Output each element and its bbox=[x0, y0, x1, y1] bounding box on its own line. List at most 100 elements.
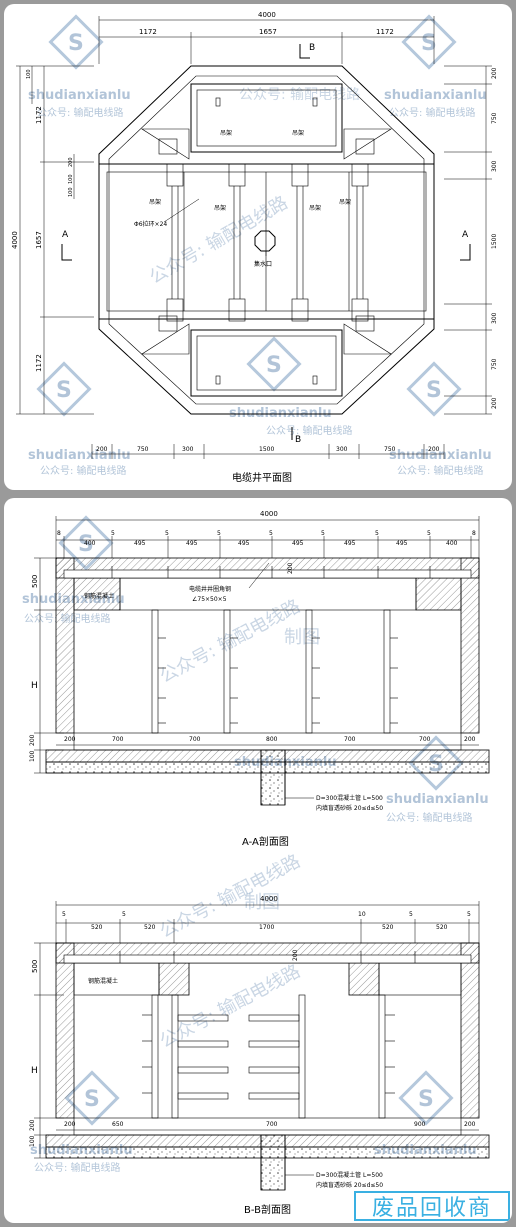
bb-left-beam bbox=[158, 962, 190, 996]
aa-label-pipe-1: D=300混凝土管 L=500 bbox=[316, 794, 383, 802]
aa-dim-top: 495 bbox=[186, 540, 198, 547]
watermark-big: 公众号: 输配电线路 bbox=[156, 851, 303, 943]
watermark-en: shudianxianlu bbox=[28, 88, 131, 103]
dim-bottom-1: 200 bbox=[96, 446, 108, 453]
dim-right-3: 300 bbox=[491, 160, 498, 172]
bb-dim-bottom: 900 bbox=[414, 1121, 426, 1128]
aa-right-wall bbox=[460, 557, 480, 734]
dim-total-left: 4000 bbox=[11, 231, 19, 249]
dim-left-small-3: 100 bbox=[68, 174, 74, 184]
section-marker-a-left: A bbox=[62, 230, 69, 240]
watermark-cn: 公众号: 输配电线路 bbox=[397, 464, 484, 477]
watermark-logo-icon: S bbox=[58, 515, 114, 571]
bb-dim-top: 1700 bbox=[259, 924, 274, 931]
label-hanger: 吊架 bbox=[214, 204, 226, 212]
aa-drain-pipe bbox=[260, 749, 286, 806]
watermark-logo-icon: S bbox=[64, 1070, 120, 1126]
svg-text:S: S bbox=[418, 1087, 434, 1112]
plan-central-chamber: 吊架 吊架 吊架 吊架 Φ6拉环×24 集水口 bbox=[98, 138, 435, 332]
dim-bottom-3: 300 bbox=[182, 446, 194, 453]
bb-label-pipe-2: 内填盲透砂砾 20≤d≤50 bbox=[316, 1181, 383, 1189]
dim-bottom-7: 200 bbox=[428, 446, 440, 453]
plan-right-dimensions: 200 750 300 1500 300 750 200 bbox=[444, 65, 498, 415]
aa-dim-top: 5 bbox=[321, 530, 325, 537]
aa-dim-top: 8 bbox=[472, 530, 476, 537]
dim-top-1: 1172 bbox=[139, 28, 157, 36]
aa-dim-top: 495 bbox=[292, 540, 304, 547]
label-sump: 集水口 bbox=[254, 260, 272, 268]
aa-dim-bottom: 800 bbox=[266, 736, 278, 743]
bb-dim-top: 520 bbox=[144, 924, 156, 931]
section-aa: 4000 8 400 5 495 5 495 5 495 5 495 5 495… bbox=[29, 510, 490, 848]
bb-dim-top: 5 bbox=[122, 911, 126, 918]
watermark-logo-icon: S bbox=[36, 361, 92, 417]
label-hanger: 吊架 bbox=[292, 129, 304, 137]
watermark-en: shudianxianlu bbox=[389, 448, 492, 463]
dim-bottom-6: 750 bbox=[384, 446, 396, 453]
aa-dim-h: H bbox=[31, 681, 38, 691]
svg-text:S: S bbox=[78, 532, 94, 557]
aa-dim-top: 495 bbox=[134, 540, 146, 547]
watermark-logo-icon: S bbox=[48, 14, 104, 70]
aa-dim-top: 495 bbox=[396, 540, 408, 547]
aa-dim-total: 4000 bbox=[260, 510, 278, 518]
watermark-logo-icon: S bbox=[401, 14, 457, 70]
label-ring: Φ6拉环×24 bbox=[134, 220, 167, 228]
aa-dim-top: 5 bbox=[217, 530, 221, 537]
aa-dim-top: 400 bbox=[84, 540, 96, 547]
watermark-logo-icon: S bbox=[406, 361, 462, 417]
svg-text:S: S bbox=[426, 378, 442, 403]
plan-cover-top: 吊架 吊架 bbox=[190, 83, 343, 153]
watermark-cn: 公众号: 输配电线路 bbox=[37, 106, 124, 119]
dim-left-3: 1172 bbox=[35, 354, 43, 372]
watermark-group: S shudianxianlu 公众号: 输配电线路 S shudianxian… bbox=[28, 14, 492, 477]
aa-dim-200: 200 bbox=[287, 562, 294, 574]
aa-label-angle-2: ∠75×50×5 bbox=[192, 596, 227, 603]
bb-dim-top: 520 bbox=[91, 924, 103, 931]
aa-dim-top: 5 bbox=[375, 530, 379, 537]
dim-right-2: 750 bbox=[491, 112, 498, 124]
aa-left-wall bbox=[55, 557, 75, 734]
aa-dim-top: 5 bbox=[269, 530, 273, 537]
aa-title: A-A剖面图 bbox=[242, 835, 289, 848]
dim-right-5: 300 bbox=[491, 312, 498, 324]
plan-corner-triangles bbox=[140, 128, 393, 355]
bb-dim-top: 5 bbox=[409, 911, 413, 918]
bb-dim-top: 520 bbox=[436, 924, 448, 931]
watermark-cn: 公众号: 输配电线路 bbox=[389, 106, 476, 119]
watermark-logo-icon: S bbox=[246, 336, 302, 392]
svg-text:S: S bbox=[68, 31, 84, 56]
aa-dim-500: 500 bbox=[31, 575, 39, 588]
aa-top-dimension-labels: 8 400 5 495 5 495 5 495 5 495 5 495 5 49… bbox=[57, 530, 476, 547]
section-marker-a-right: A bbox=[462, 230, 469, 240]
aa-dim-top: 400 bbox=[446, 540, 458, 547]
svg-text:S: S bbox=[421, 31, 437, 56]
label-hanger: 吊架 bbox=[149, 198, 161, 206]
svg-text:S: S bbox=[56, 378, 72, 403]
bb-dim-top: 520 bbox=[382, 924, 394, 931]
section-markers: A A B B bbox=[61, 43, 471, 445]
watermark-big: 公众号: 输配电线路 bbox=[239, 87, 360, 103]
dim-total-top: 4000 bbox=[258, 11, 276, 19]
aa-dim-top: 5 bbox=[165, 530, 169, 537]
aa-dim-top: 495 bbox=[238, 540, 250, 547]
dim-right-1: 200 bbox=[491, 67, 498, 79]
aa-hanger-columns bbox=[151, 609, 398, 734]
dim-left-small-1: 100 bbox=[26, 69, 32, 79]
watermark-cn: 公众号: 输配电线路 bbox=[386, 811, 473, 824]
dim-top-3: 1172 bbox=[376, 28, 394, 36]
aa-dim-bottom: 700 bbox=[189, 736, 201, 743]
aa-dim-top: 5 bbox=[427, 530, 431, 537]
label-hanger: 吊架 bbox=[309, 204, 321, 212]
watermark-cn: 公众号: 输配电线路 bbox=[34, 1161, 121, 1174]
bb-right-beam bbox=[348, 962, 380, 996]
aa-label-pipe-2: 内填盲透砂砾 20≤d≤50 bbox=[316, 804, 383, 812]
section-marker-b-top: B bbox=[309, 43, 315, 53]
aa-dim-bottom: 700 bbox=[112, 736, 124, 743]
bb-title: B-B剖面图 bbox=[244, 1203, 291, 1216]
sections-drawing: S shudianxianlu 公众号: 输配电线路 S shudianxian… bbox=[22, 510, 490, 1216]
plan-panel: S shudianxianlu 公众号: 输配电线路 S shudianxian… bbox=[4, 4, 512, 490]
bb-dim-200: 200 bbox=[292, 949, 299, 961]
dim-top-2: 1657 bbox=[259, 28, 277, 36]
dim-left-small-2: 200 bbox=[68, 157, 74, 167]
